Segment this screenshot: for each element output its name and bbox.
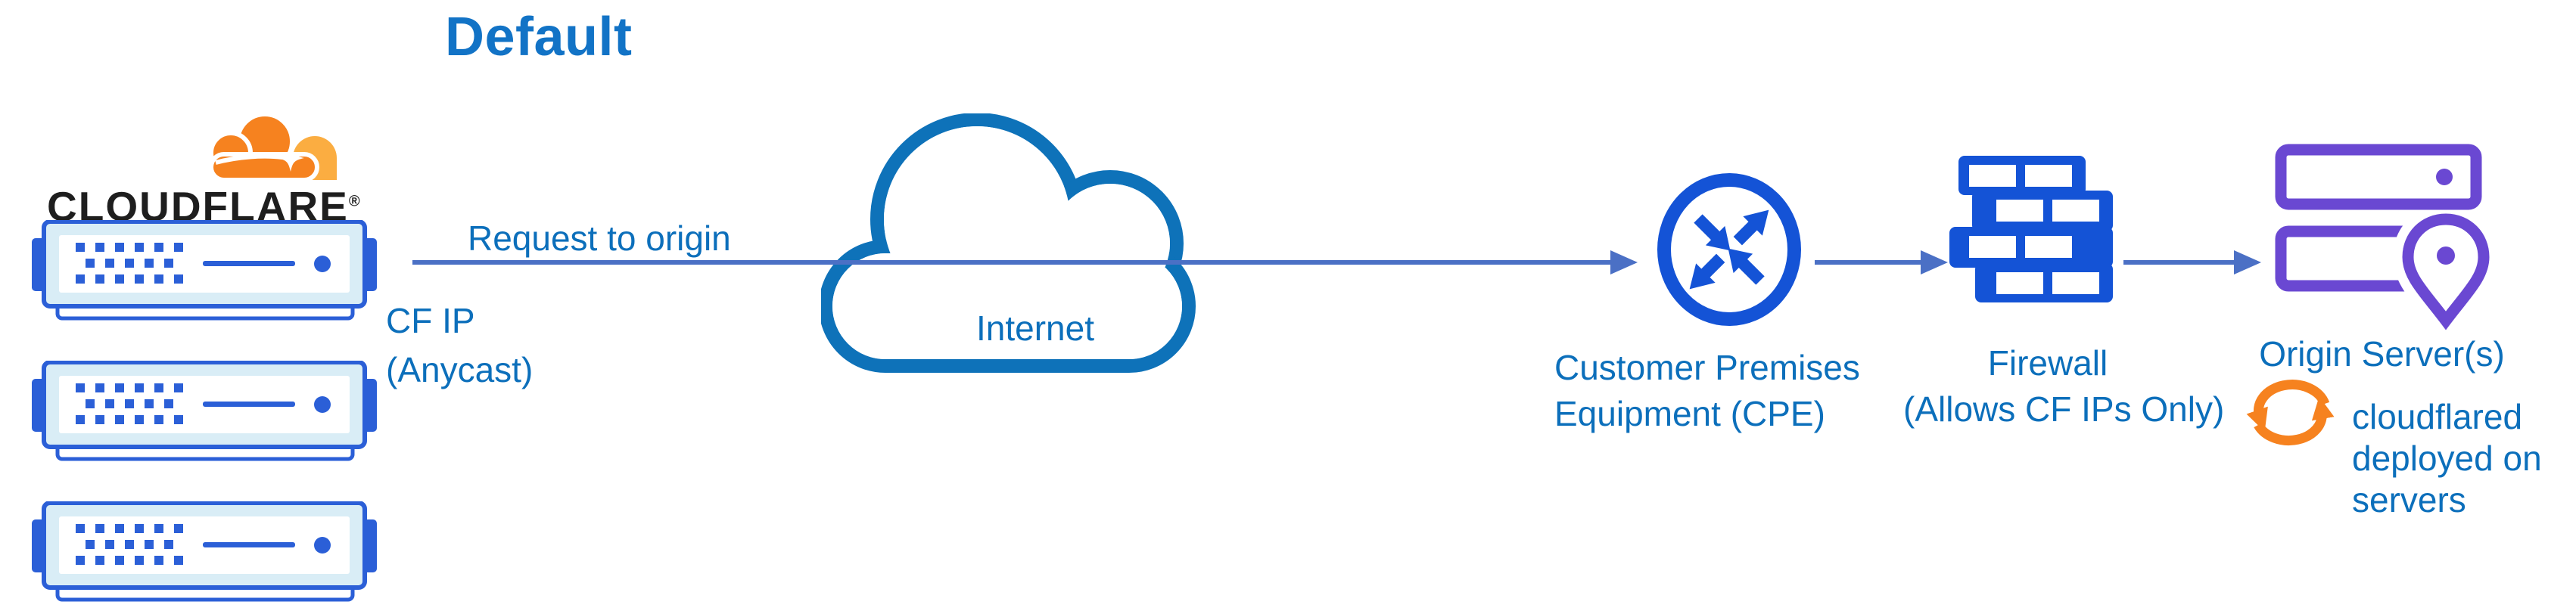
- edge-server-rack-icon: [32, 501, 377, 603]
- internet-label: Internet: [976, 309, 1094, 348]
- request-to-origin-label: Request to origin: [468, 219, 731, 258]
- arrowhead-icon: [2234, 250, 2261, 274]
- cpe-router-icon: [1657, 173, 1801, 326]
- edge-server-rack-icon: [32, 361, 377, 462]
- origin-servers-icon: [2275, 144, 2493, 333]
- cpe-to-firewall-connector-line: [1815, 260, 1921, 265]
- cpe-label: Customer Premises Equipment (CPE): [1554, 348, 1860, 433]
- firewall-icon: [1949, 156, 2113, 302]
- firewall-label: Firewall (Allows CF IPs Only): [1903, 343, 2225, 429]
- cloudflare-logo-icon: [209, 112, 337, 182]
- registered-mark: ®: [348, 193, 362, 210]
- origin-servers-label: Origin Server(s): [2259, 334, 2505, 374]
- cf-ip-anycast-label: CF IP (Anycast): [386, 301, 534, 390]
- edge-to-cpe-connector-line: [412, 260, 1610, 265]
- internet-cloud-icon: [821, 113, 1196, 373]
- arrowhead-icon: [1610, 250, 1638, 274]
- firewall-to-origin-connector-line: [2123, 260, 2234, 265]
- arrowhead-icon: [1921, 250, 1948, 274]
- cloudflared-note: cloudflared deployed on servers: [2352, 397, 2542, 520]
- cloudflared-sync-icon: [2246, 380, 2335, 445]
- diagram-title: Default: [445, 7, 633, 67]
- edge-server-rack-icon: [32, 220, 377, 321]
